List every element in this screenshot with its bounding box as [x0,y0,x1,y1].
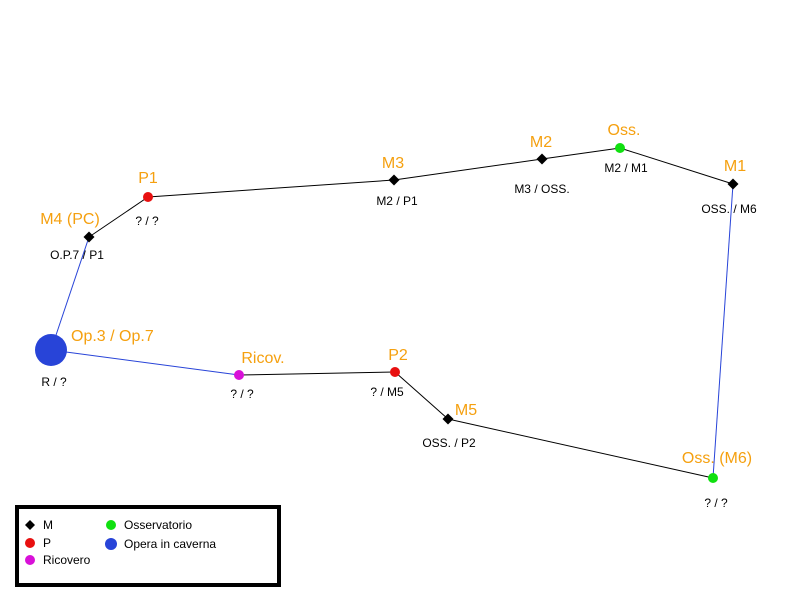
edge-oss6-m5 [447,418,714,479]
edge-op3-m4 [50,236,90,351]
node-name-label: Oss. [608,122,641,139]
node-m2-diamond-icon [536,153,548,165]
edge-ricov-op3 [50,349,240,376]
node-m2: M2 M3 / OSS. [514,134,569,196]
node-sub-label: ? / ? [230,387,254,401]
edge-m3-m2 [393,158,543,181]
legend-frame [15,505,281,587]
edge-oss-m1 [619,147,734,185]
node-sub-label: OSS. / M6 [701,202,757,216]
node-m4-diamond-icon [83,231,95,243]
legend-item-C: Opera in caverna [105,537,216,551]
edge-m4-p1 [88,196,149,238]
node-m5-diamond-icon [442,413,454,425]
node-name-label: P1 [138,170,158,187]
edge-p2-ricov [238,371,396,376]
node-name-label: M5 [455,402,477,419]
node-sub-label: M3 / OSS. [514,182,569,196]
legend-label: Opera in caverna [124,537,216,551]
node-op3: Op.3 / Op.7 R / ? [35,328,154,389]
node-oss6: Oss. (M6) ? / ? [682,450,752,510]
node-p1: P1 ? / ? [135,170,159,228]
node-sub-label: ? / M5 [370,385,404,399]
node-m4: M4 (PC) O.P.7 / P1 [40,211,104,262]
node-p2-dot-icon [390,367,400,377]
legend-label: Osservatorio [124,518,192,532]
node-sub-label: OSS. / P2 [422,436,476,450]
legend-C-dot-icon [105,538,117,550]
legend-item-P: P [25,536,51,550]
legend-label: M [43,518,53,532]
node-p1-dot-icon [143,192,153,202]
edge-m5-p2 [394,371,449,420]
node-oss: Oss. M2 / M1 [604,122,648,175]
node-name-label: Oss. (M6) [682,450,752,467]
node-oss6-dot-icon [708,473,718,483]
node-name-label: M3 [382,155,404,172]
legend-P-dot-icon [25,538,35,548]
node-name-label: M4 (PC) [40,211,100,228]
node-sub-label: O.P.7 / P1 [50,248,104,262]
legend-item-R: Ricovero [25,553,91,567]
legend-item-O: Osservatorio [106,518,192,532]
node-ricov-dot-icon [234,370,244,380]
node-sub-label: ? / ? [135,214,159,228]
legend-label: P [43,536,51,550]
node-m3-diamond-icon [388,174,400,186]
edge-m2-oss [541,147,621,160]
node-name-label: Op.3 / Op.7 [71,328,154,345]
connection-lines [50,147,734,479]
legend-item-M: M [25,518,53,532]
node-sub-label: M2 / M1 [604,161,648,175]
node-m1-diamond-icon [727,178,739,190]
node-m3: M3 M2 / P1 [376,155,418,208]
diagram-nodes: Op.3 / Op.7 R / ? M4 (PC) O.P.7 / P1 P1 ? / ?… [35,122,757,510]
node-sub-label: R / ? [41,375,67,389]
node-name-label: P2 [388,347,408,364]
node-name-label: Ricov. [241,350,284,367]
legend-O-dot-icon [106,520,116,530]
node-sub-label: ? / ? [704,496,728,510]
edge-p1-m3 [147,179,395,198]
legend-label: Ricovero [43,553,91,567]
edge-m1-oss6 [712,183,734,479]
node-oss-dot-icon [615,143,625,153]
node-name-label: M1 [724,158,746,175]
node-sub-label: M2 / P1 [376,194,418,208]
node-name-label: M2 [530,134,552,151]
legend-M-diamond-icon [25,520,35,530]
legend-R-dot-icon [25,555,35,565]
node-op3-dot-icon [35,334,67,366]
node-ricov: Ricov. ? / ? [230,350,284,401]
node-p2: P2 ? / M5 [370,347,408,399]
